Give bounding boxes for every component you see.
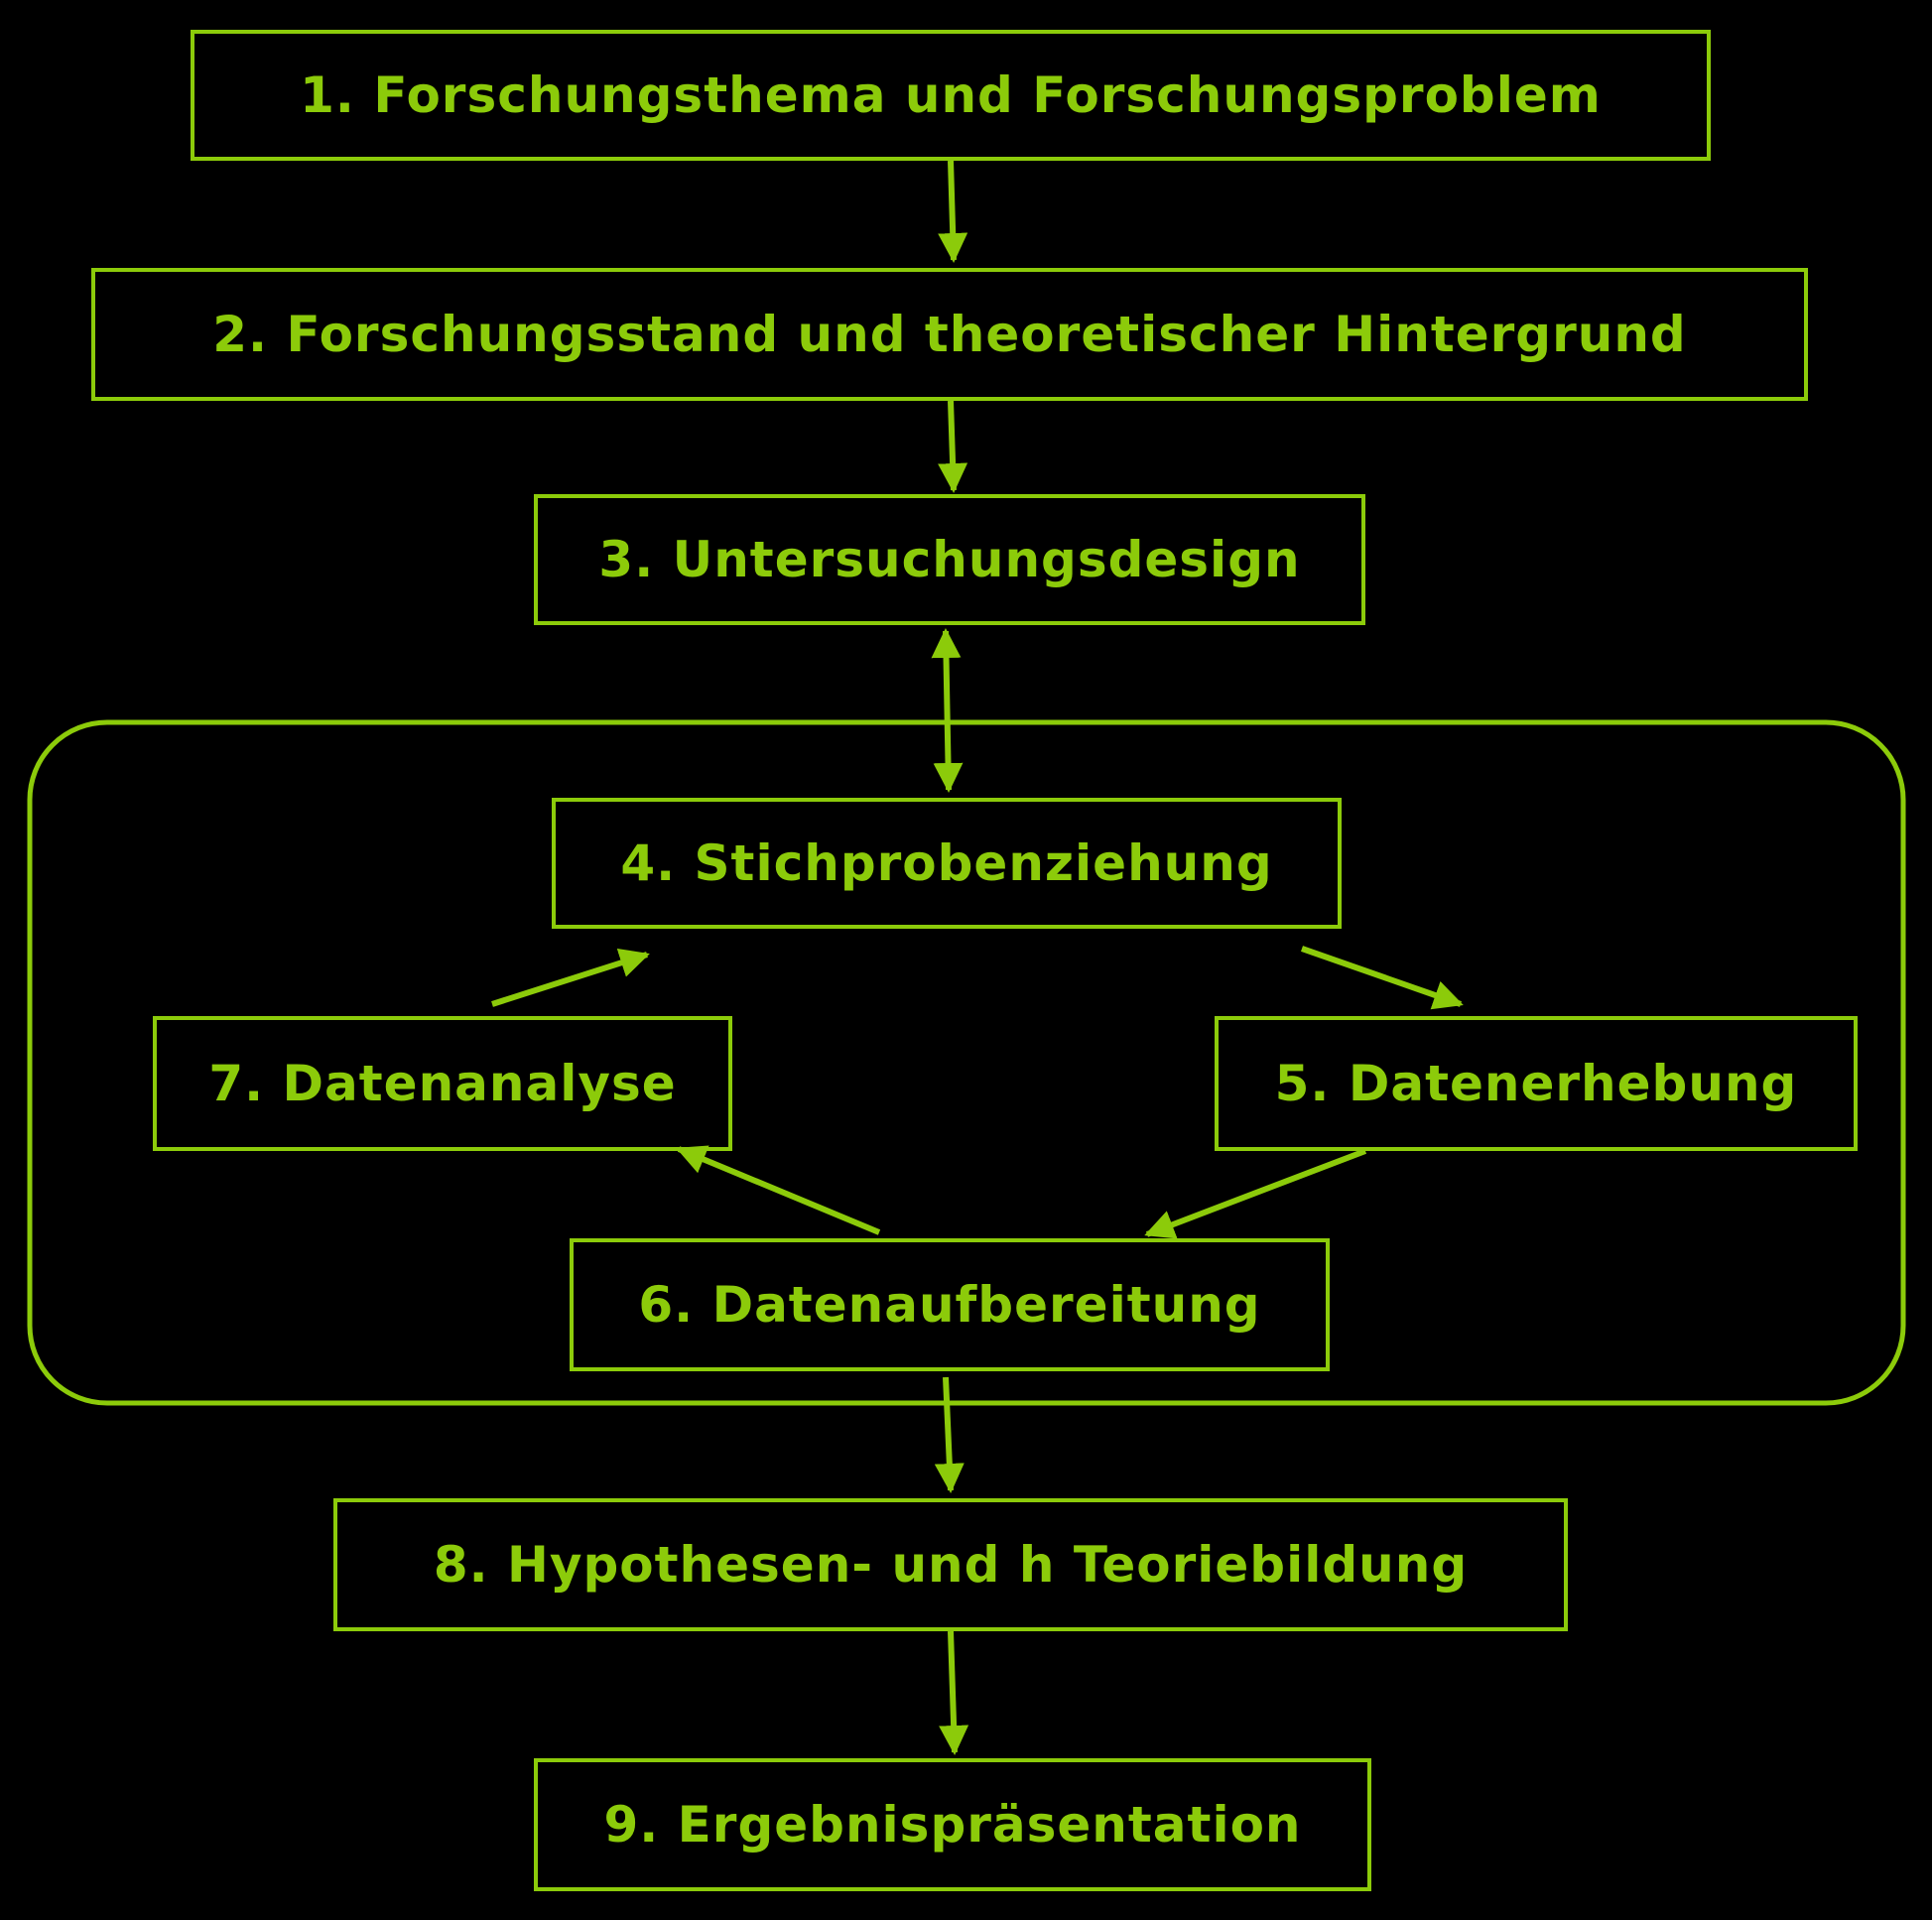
step-7-label: 7. Datenanalyse <box>208 1055 677 1112</box>
step-5-label: 5. Datenerhebung <box>1274 1055 1798 1112</box>
step-2-node: 2. Forschungsstand und theoretischer Hin… <box>91 268 1808 401</box>
step-1-node: 1. Forschungsthema und Forschungsproblem <box>191 30 1711 161</box>
step-7-node: 7. Datenanalyse <box>153 1016 732 1151</box>
step-3-label: 3. Untersuchungsdesign <box>598 531 1301 588</box>
arrow-6-to-7 <box>676 1145 881 1235</box>
arrow-5-to-6 <box>1144 1148 1367 1239</box>
step-9-node: 9. Ergebnispräsentation <box>534 1758 1371 1891</box>
step-4-label: 4. Stichprobenziehung <box>620 834 1273 892</box>
arrow-2-to-3 <box>938 400 968 493</box>
step-2-label: 2. Forschungsstand und theoretischer Hin… <box>212 306 1687 363</box>
arrow-6-to-8 <box>934 1376 965 1493</box>
step-8-label: 8. Hypothesen- und h Teoriebildung <box>433 1536 1469 1594</box>
step-8-node: 8. Hypothesen- und h Teoriebildung <box>333 1498 1568 1631</box>
arrow-3-4-bidirectional <box>931 628 964 793</box>
step-4-node: 4. Stichprobenziehung <box>552 798 1342 929</box>
step-3-node: 3. Untersuchungsdesign <box>534 494 1365 625</box>
arrow-8-to-9 <box>939 1630 969 1755</box>
cycle-group-frame <box>27 719 1906 1406</box>
arrow-7-to-4 <box>491 948 650 1007</box>
step-6-label: 6. Datenaufbereitung <box>638 1276 1261 1334</box>
step-5-node: 5. Datenerhebung <box>1215 1016 1858 1151</box>
step-1-label: 1. Forschungsthema und Forschungsproblem <box>300 66 1602 124</box>
arrow-4-to-5 <box>1301 946 1464 1010</box>
arrow-1-to-2 <box>938 160 968 263</box>
step-9-label: 9. Ergebnispräsentation <box>603 1796 1302 1854</box>
step-6-node: 6. Datenaufbereitung <box>570 1238 1330 1371</box>
